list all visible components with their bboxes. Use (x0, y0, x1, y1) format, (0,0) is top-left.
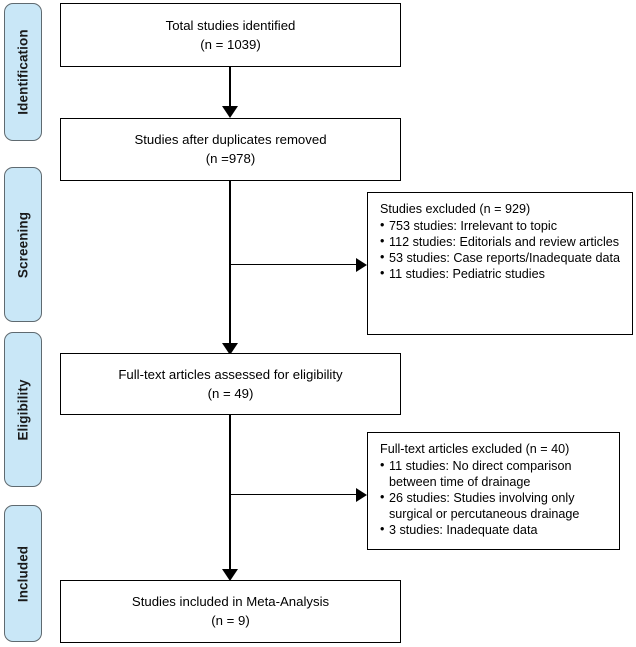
list-item: 11 studies: Pediatric studies (380, 266, 624, 283)
connector-duplicates-to-excluded (229, 263, 357, 266)
arrow-right-icon-1 (356, 257, 367, 272)
box-fulltext-assessed-count: (n = 49) (207, 385, 254, 401)
list-item: 3 studies: Inadequate data (380, 522, 611, 539)
box-total-studies-identified-line1: Total studies identified (165, 17, 296, 33)
box-total-studies-identified-count: (n = 1039) (200, 36, 261, 52)
connector-identified-to-duplicates (229, 67, 231, 108)
box-fulltext-excluded-title: Full-text articles excluded (n = 40) (380, 442, 570, 456)
arrow-right-icon-2 (356, 487, 367, 502)
box-studies-after-duplicates: Studies after duplicates removed (n =978… (60, 118, 401, 181)
stage-eligibility-label: Eligibility (15, 378, 31, 441)
stage-identification: Identification (4, 3, 42, 141)
arrow-down-icon-2 (222, 343, 238, 355)
list-item: 53 studies: Case reports/Inadequate data (380, 250, 624, 267)
box-fulltext-assessed: Full-text articles assessed for eligibil… (60, 353, 401, 415)
box-studies-included-count: (n = 9) (211, 613, 250, 628)
list-item: 26 studies: Studies involving only surgi… (380, 490, 611, 523)
fulltext-excluded-reason-list: 11 studies: No direct comparison between… (380, 458, 611, 539)
box-studies-included-meta-analysis: Studies included in Meta-Analysis (n = 9… (60, 580, 401, 643)
stage-included: Included (4, 505, 42, 642)
box-studies-excluded-title: Studies excluded (n = 929) (380, 202, 531, 216)
box-studies-included-line1: Studies included in Meta-Analysis (131, 594, 330, 610)
arrow-down-icon-1 (222, 106, 238, 118)
list-item: 753 studies: Irrelevant to topic (380, 218, 624, 235)
stage-included-label: Included (15, 545, 31, 602)
connector-duplicates-to-fulltext (229, 181, 231, 345)
stage-identification-label: Identification (15, 29, 31, 115)
list-item: 11 studies: No direct comparison between… (380, 458, 611, 491)
connector-fulltext-to-excluded (229, 493, 357, 496)
box-studies-excluded: Studies excluded (n = 929) 753 studies: … (367, 192, 633, 335)
connector-fulltext-to-included (229, 415, 231, 571)
stage-screening: Screening (4, 167, 42, 322)
list-item: 112 studies: Editorials and review artic… (380, 234, 624, 251)
box-fulltext-assessed-line1: Full-text articles assessed for eligibil… (118, 366, 343, 382)
stage-eligibility: Eligibility (4, 332, 42, 487)
stage-screening-label: Screening (15, 211, 31, 278)
box-studies-after-duplicates-count: (n =978) (205, 151, 256, 166)
box-studies-after-duplicates-line1: Studies after duplicates removed (134, 132, 327, 148)
box-fulltext-excluded: Full-text articles excluded (n = 40) 11 … (367, 432, 620, 550)
studies-excluded-reason-list: 753 studies: Irrelevant to topic 112 stu… (380, 218, 624, 283)
box-total-studies-identified: Total studies identified (n = 1039) (60, 3, 401, 67)
arrow-down-icon-3 (222, 569, 238, 581)
